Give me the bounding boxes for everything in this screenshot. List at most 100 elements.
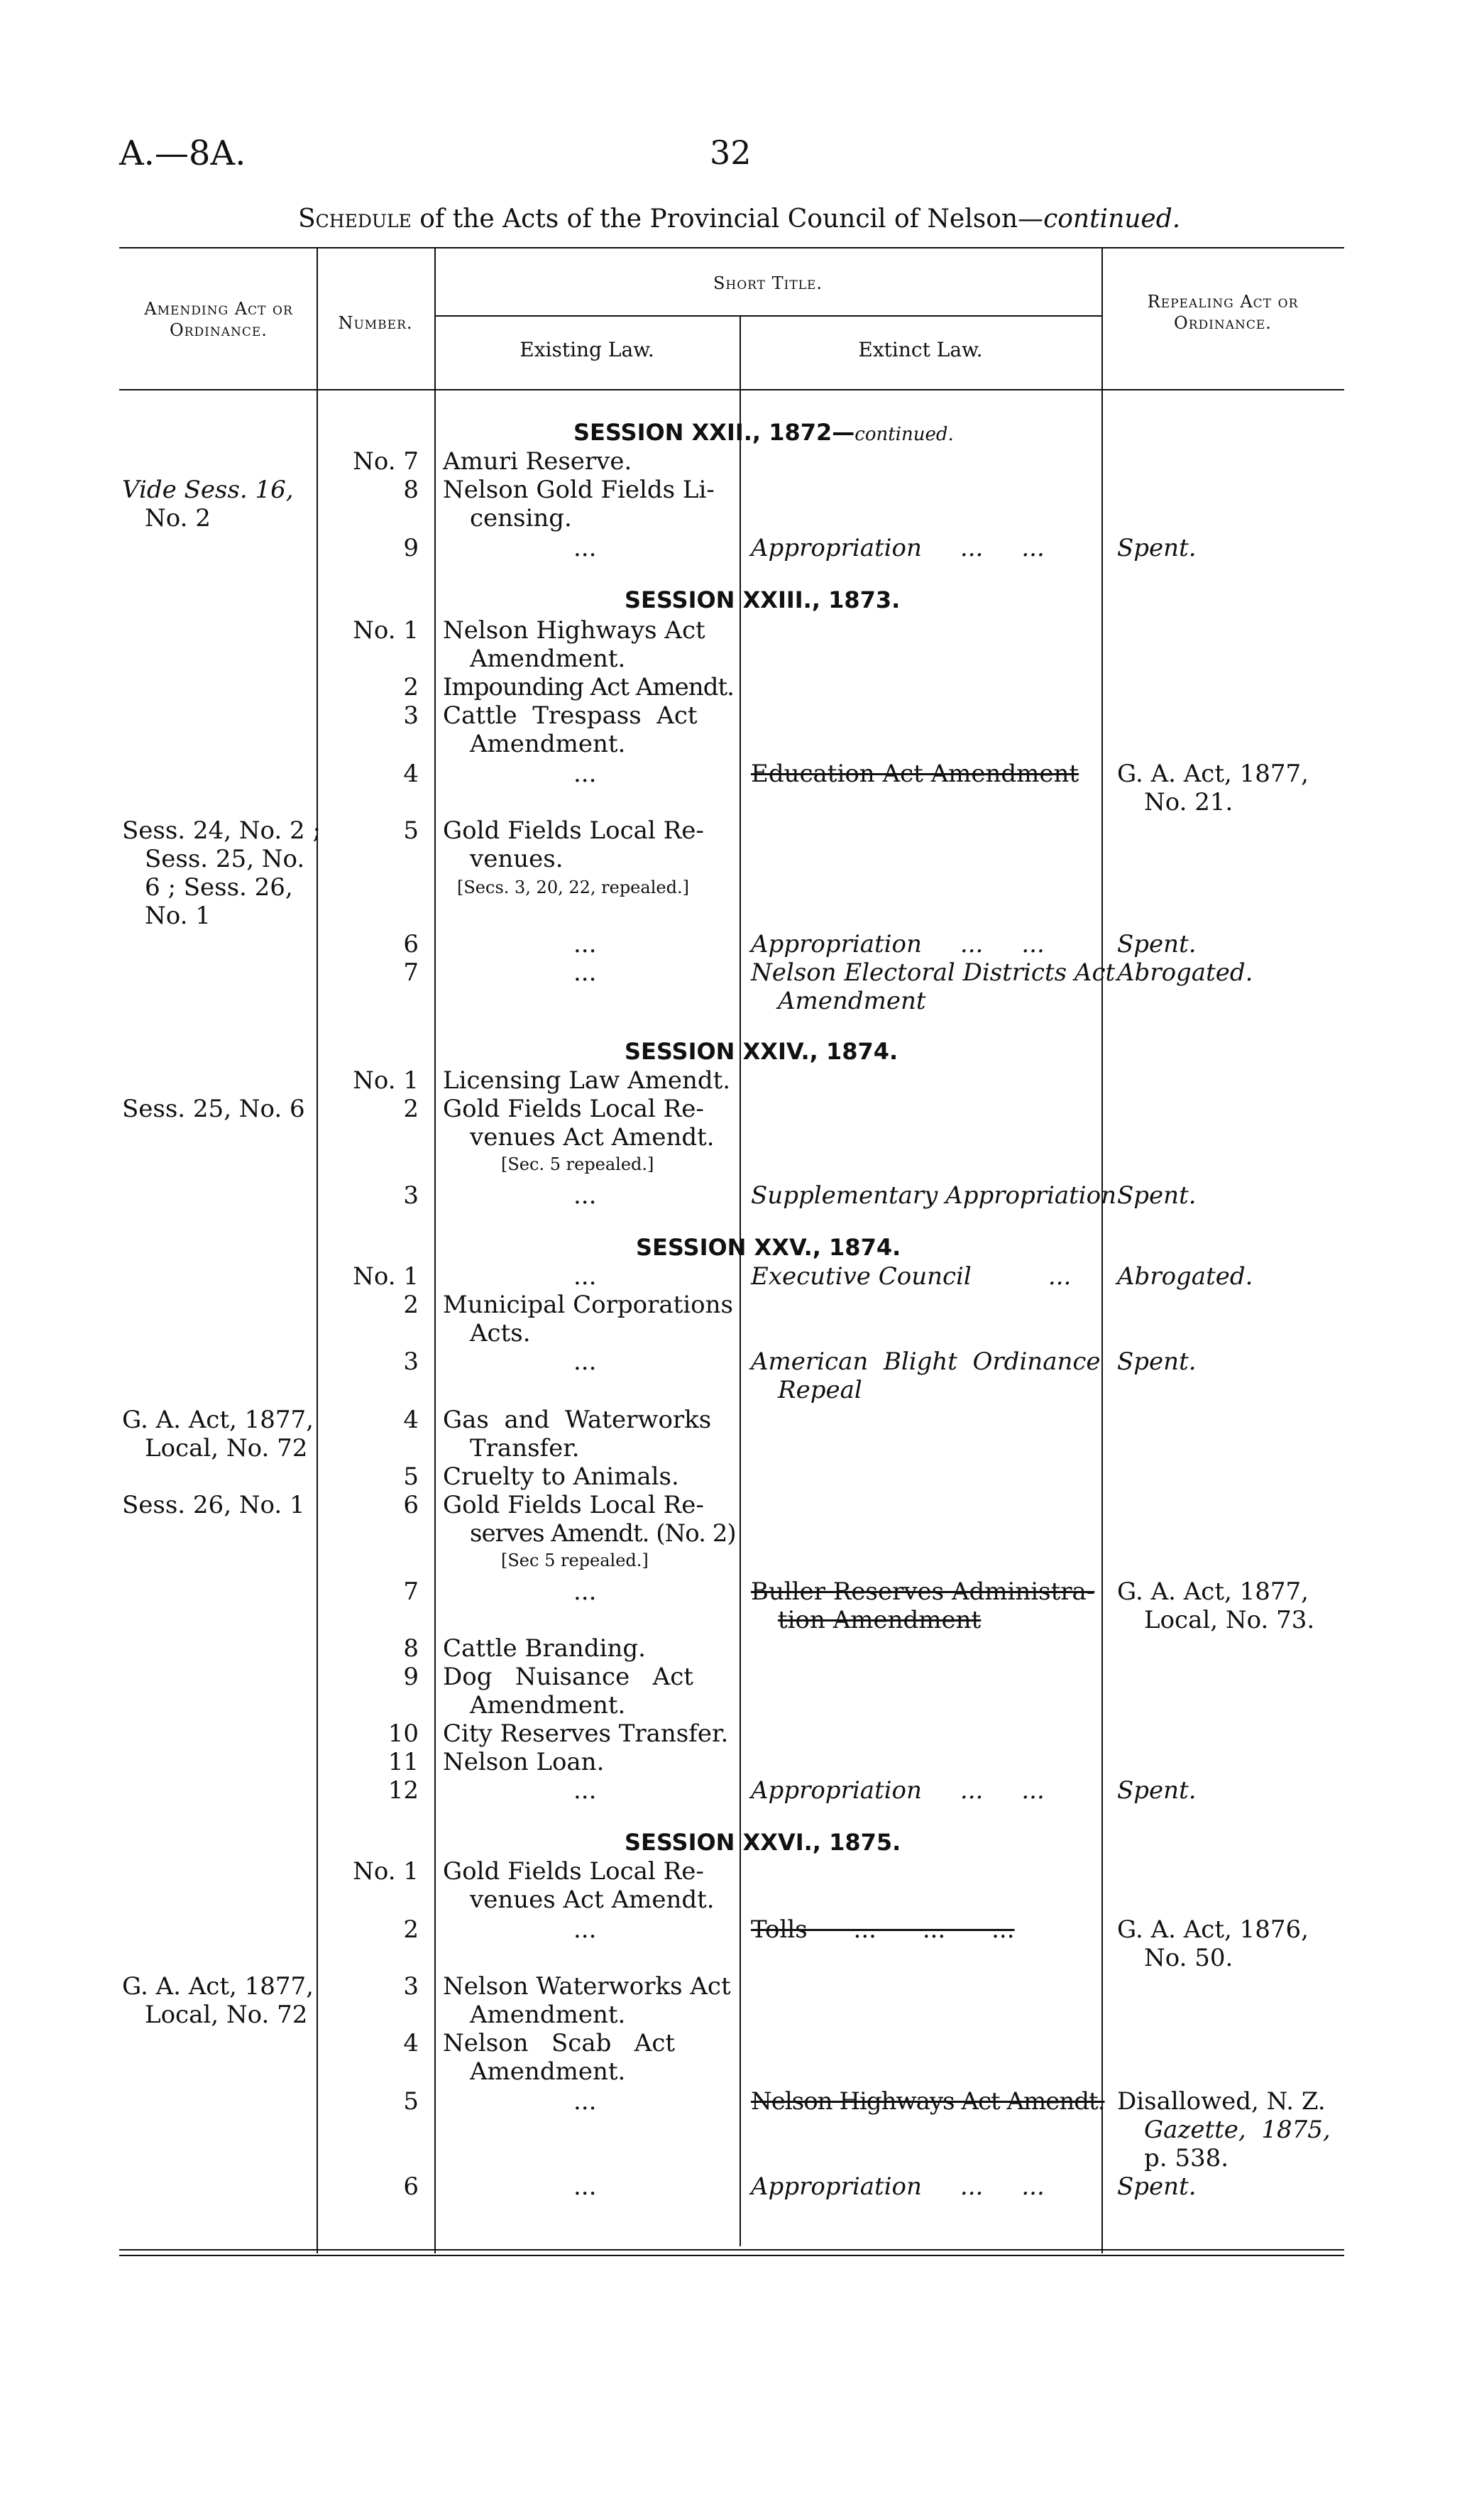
col-extinct-header: Extinct Law.	[858, 338, 983, 361]
existing-law: Licensing Law Amendt.	[443, 1066, 731, 1095]
extinct-law: Appropriation ... ...	[751, 1776, 1045, 1805]
existing-law: Nelson Highways Act	[443, 616, 705, 645]
amending-act: No. 1	[145, 902, 211, 930]
schedule-title: Schedule of the Acts of the Provincial C…	[298, 204, 1180, 234]
existing-law: Nelson Waterworks Act	[443, 1972, 731, 2001]
act-number: 8	[403, 1634, 419, 1663]
existing-law: ...	[573, 1776, 597, 1805]
document-code: A.—8A.	[119, 133, 246, 173]
repealing-act: Spent.	[1117, 1181, 1197, 1210]
extinct-law: Appropriation ... ...	[751, 534, 1045, 562]
repealing-act: Disallowed, N. Z.	[1117, 2087, 1326, 2116]
amending-act: G. A. Act, 1877,	[122, 1972, 314, 2001]
repealing-act: Gazette, 1875,	[1144, 2116, 1331, 2144]
col-amending-header: Amending Act or Ordinance.	[144, 299, 293, 340]
act-number: 4	[403, 2029, 419, 2057]
existing-law: ...	[573, 958, 597, 987]
session-heading: SESSION XXII., 1872—continued.	[573, 419, 954, 446]
existing-law: censing.	[470, 504, 572, 532]
existing-law: venues Act Amendt.	[470, 1886, 715, 1914]
existing-law: venues Act Amendt.	[470, 1123, 715, 1152]
repealing-act: No. 21.	[1144, 788, 1233, 816]
existing-law: Amendment.	[470, 2057, 626, 2086]
act-number: 6	[403, 2172, 419, 2201]
existing-law: Nelson Scab Act	[443, 2029, 676, 2057]
amending-act: Local, No. 72	[145, 2001, 308, 2029]
extinct-law: Repeal	[778, 1376, 862, 1404]
short-title-rule	[434, 315, 1101, 317]
existing-law: ...	[573, 2087, 597, 2116]
existing-law: ...	[573, 1915, 597, 1944]
existing-law: Amendment.	[470, 730, 626, 758]
existing-law: ...	[573, 534, 597, 562]
act-number: 5	[403, 816, 419, 845]
act-number: No. 1	[353, 1857, 419, 1886]
existing-law: Amendment.	[470, 645, 626, 673]
act-number: No. 7	[353, 447, 419, 476]
existing-law: Dog Nuisance Act	[443, 1663, 693, 1691]
extinct-law: Executive Council ...	[751, 1262, 1072, 1291]
col-number-header: Number.	[338, 313, 413, 333]
amending-act: Local, No. 72	[145, 1434, 308, 1462]
extinct-law: Nelson Highways Act Amendt.	[751, 2087, 1106, 2116]
existing-law: ...	[573, 760, 597, 788]
amending-act: Sess. 25, No.	[145, 845, 305, 873]
act-number: 3	[403, 1347, 419, 1376]
act-number: 7	[403, 958, 419, 987]
table-top-rule	[119, 247, 1344, 248]
existing-law: City Reserves Transfer.	[443, 1719, 729, 1748]
repealing-act: G. A. Act, 1877,	[1117, 760, 1309, 788]
act-number: 10	[388, 1719, 419, 1748]
act-number: 2	[403, 1095, 419, 1123]
existing-law: Cattle Branding.	[443, 1634, 646, 1663]
existing-law: Gold Fields Local Re-	[443, 1491, 704, 1519]
amending-act: No. 2	[145, 504, 211, 532]
repealing-act: G. A. Act, 1877,	[1117, 1577, 1309, 1606]
existing-law: Municipal Corporations	[443, 1291, 733, 1319]
existing-law: serves Amendt. (No. 2)	[470, 1519, 737, 1548]
act-number: 7	[403, 1577, 419, 1606]
repealing-act: Abrogated.	[1117, 1262, 1253, 1291]
existing-law: Nelson Loan.	[443, 1748, 605, 1776]
extinct-law: Education Act Amendment	[751, 760, 1079, 788]
amending-act: G. A. Act, 1877,	[122, 1406, 314, 1434]
existing-law: ...	[573, 1577, 597, 1606]
existing-law: Nelson Gold Fields Li-	[443, 476, 715, 504]
existing-law: ...	[573, 930, 597, 958]
table-bottom-rule-2	[119, 2255, 1344, 2256]
existing-law: Gold Fields Local Re-	[443, 816, 704, 845]
existing-law: Gold Fields Local Re-	[443, 1857, 704, 1886]
repealing-act: Spent.	[1117, 2172, 1197, 2201]
repealing-act: Abrogated.	[1117, 958, 1253, 987]
act-number: 2	[403, 673, 419, 701]
amending-act: Sess. 26, No. 1	[122, 1491, 305, 1519]
amending-act: Sess. 25, No. 6	[122, 1095, 305, 1123]
act-number: 2	[403, 1291, 419, 1319]
existing-law: Gold Fields Local Re-	[443, 1095, 704, 1123]
act-number: 11	[388, 1748, 419, 1776]
amending-act: Vide Sess. 16,	[122, 476, 294, 504]
col-repealing-header: Repealing Act or Ordinance.	[1147, 292, 1299, 333]
repealing-act: p. 538.	[1144, 2144, 1229, 2172]
existing-law: ...	[573, 1262, 597, 1291]
act-number: No. 1	[353, 1066, 419, 1095]
session-heading: SESSION XXIV., 1874.	[625, 1038, 898, 1065]
column-divider-3	[740, 315, 741, 2246]
header-bottom-rule	[119, 389, 1344, 390]
repealing-act: Spent.	[1117, 930, 1197, 958]
extinct-law: Amendment	[778, 987, 926, 1015]
act-number: 8	[403, 476, 419, 504]
column-divider-2	[434, 247, 436, 2253]
repeal-note: [Sec. 5 repealed.]	[501, 1154, 654, 1174]
existing-law: ...	[573, 1347, 597, 1376]
title-prefix: Schedule	[298, 204, 412, 234]
act-number: 6	[403, 1491, 419, 1519]
repealing-act: Spent.	[1117, 534, 1197, 562]
extinct-law: Supplementary Appropriation	[751, 1181, 1117, 1210]
repeal-note: [Sec 5 repealed.]	[501, 1551, 649, 1570]
existing-law: Amendment.	[470, 1691, 626, 1719]
title-main: of the Acts of the Provincial Council of…	[419, 204, 1044, 234]
extinct-law: Tolls ... ... ...	[751, 1915, 1015, 1944]
act-number: 9	[403, 1663, 419, 1691]
table-bottom-rule	[119, 2249, 1344, 2251]
